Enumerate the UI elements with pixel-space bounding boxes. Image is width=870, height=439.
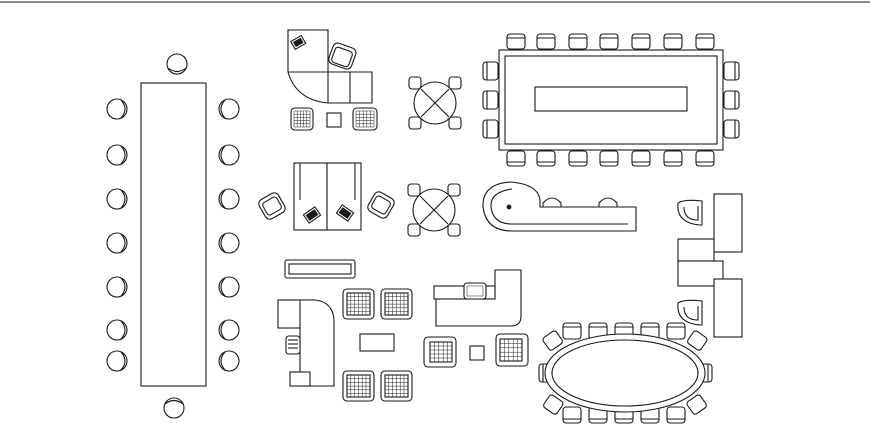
stool-right (218, 144, 240, 166)
conf-chair-top (599, 33, 619, 50)
monitor-left-icon (302, 206, 322, 224)
desk-right (326, 162, 362, 231)
conf-chair-bottom (663, 150, 683, 167)
l-desk-top (287, 29, 373, 104)
conf-chair-left (482, 119, 499, 139)
round-table-set-middle (407, 183, 461, 237)
desk-chairs (542, 197, 618, 208)
armchair-lounge (342, 288, 413, 402)
corner-desk-chair-icon (285, 335, 301, 355)
side-chair-left (290, 107, 314, 131)
conf-chair-right (723, 61, 740, 81)
stool-right (218, 98, 240, 120)
stool-left (106, 98, 128, 120)
conf-chair-top (506, 33, 526, 50)
round-table-set-top (408, 76, 462, 130)
stool-right (218, 188, 240, 210)
conf-chair-bottom (536, 150, 556, 167)
wall-desk-upper (713, 193, 743, 253)
stool-left (106, 276, 128, 298)
long-table-end-chair-bottom (163, 397, 185, 419)
office-chair-left-icon (258, 192, 286, 220)
side-table (326, 112, 342, 128)
conf-chair-bottom (599, 150, 619, 167)
oval-table-top (544, 333, 706, 413)
stool-right (218, 319, 240, 341)
conf-chair-right (723, 119, 740, 139)
wall-desk-units (677, 193, 743, 338)
lounge-armchair (380, 370, 413, 402)
long-table-chairs-left (106, 98, 128, 372)
armchair-icon (328, 42, 357, 70)
stool-left (106, 232, 128, 254)
long-conference-table (106, 53, 240, 419)
monitor-icon (290, 34, 307, 51)
armchair-upper-icon (677, 199, 703, 226)
oval-chair-corner (542, 330, 563, 351)
long-table-end-chair-top (166, 53, 188, 75)
conf-chair-bottom (506, 150, 526, 167)
lounge-armchair (342, 288, 375, 320)
conf-chair-right (723, 90, 740, 110)
conf-chair-top (695, 33, 715, 50)
stool-left (106, 319, 128, 341)
oval-chair-top (666, 322, 686, 340)
conf-chair-bottom (631, 150, 651, 167)
conference-table-chairs (482, 33, 740, 167)
oval-chair-top (562, 322, 582, 340)
conf-chair-top (536, 33, 556, 50)
conference-table-center-panel (534, 86, 688, 112)
stool-right (218, 232, 240, 254)
coffee-table (359, 333, 395, 352)
oval-chair-corner (687, 330, 708, 351)
stool-left (106, 144, 128, 166)
conf-chair-left (482, 90, 499, 110)
corner-desk-main (299, 299, 335, 387)
conf-chair-top (631, 33, 651, 50)
curved-reception-desk (482, 181, 637, 232)
lounge-armchair (380, 288, 413, 320)
oval-chair-bottom (666, 406, 686, 424)
long-table-chairs-right (218, 98, 240, 372)
rectangular-conference-table (482, 33, 740, 167)
wall-desk-lower (713, 278, 743, 338)
stool-left (106, 188, 128, 210)
sofa-lounge (284, 259, 356, 279)
oval-chair-corner (686, 394, 707, 415)
stool-right (218, 350, 240, 372)
oval-chair-bottom (562, 406, 582, 424)
conf-chair-bottom (568, 150, 588, 167)
reception-counter-top (435, 269, 522, 327)
side-chair-right (352, 107, 378, 131)
twin-office-desks (258, 162, 395, 231)
stool-left (106, 350, 128, 372)
conf-chair-left (482, 61, 499, 81)
lounge-armchair (342, 370, 375, 402)
visitor-side-table (469, 345, 485, 361)
monitor-right-icon (335, 204, 355, 222)
office-chair-right-icon (367, 191, 395, 219)
reception-chair-icon (463, 282, 487, 300)
long-table-top (140, 82, 207, 387)
desk-grommet-icon (506, 204, 512, 210)
oval-meeting-table (538, 322, 713, 424)
conf-chair-bottom (695, 150, 715, 167)
visitor-chairs (423, 333, 529, 368)
oval-chair-corner (543, 394, 564, 415)
curved-desk-top (482, 181, 637, 232)
stool-right (218, 276, 240, 298)
l-shaped-workstation (287, 29, 378, 131)
armchair-lower-icon (677, 299, 703, 326)
sofa (284, 259, 356, 279)
corner-desk-unit (277, 299, 335, 387)
conf-chair-top (663, 33, 683, 50)
reception-counter (423, 269, 529, 368)
lounge-armchairs (342, 288, 413, 402)
conf-chair-top (568, 33, 588, 50)
